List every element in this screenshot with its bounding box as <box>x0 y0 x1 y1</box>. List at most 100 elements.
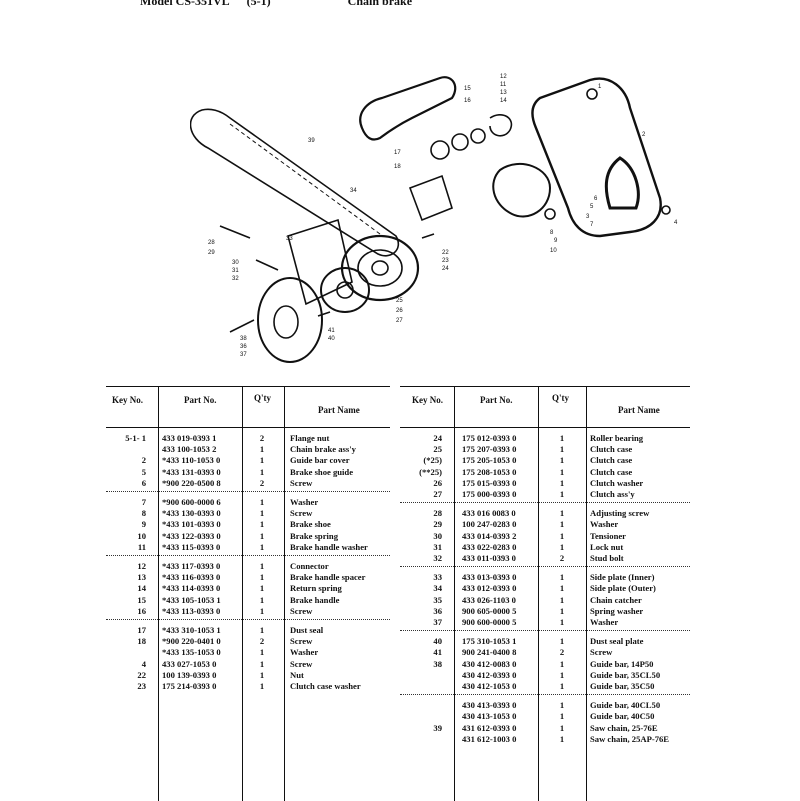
cell-part: 433 013-0393 0 <box>462 572 517 583</box>
cell-key: 39 <box>433 722 442 733</box>
cell-qty: 2 <box>559 553 565 563</box>
cell-key: 32 <box>433 553 442 563</box>
section-label: (5-1) <box>246 0 271 8</box>
cell-name: Nut <box>290 669 304 680</box>
cell-part: 433 026-1103 0 <box>462 594 516 605</box>
cell-key: (**25) <box>419 466 442 477</box>
table-row: 5-1- 1 433 019-0393 1 2 Flange nut <box>106 433 390 444</box>
callout-label: 40 <box>328 336 335 342</box>
cell-key: 5 <box>141 466 146 477</box>
cell-qty: 2 <box>259 433 265 443</box>
cell-qty: 1 <box>259 594 265 605</box>
diagram-callouts: 1 2 3 4 5 6 7 8 9 10 11 12 13 14 15 16 1… <box>208 74 678 358</box>
cell-part: 433 027-1053 0 <box>162 658 217 669</box>
callout-label: 24 <box>442 266 449 272</box>
callout-label: 7 <box>590 222 594 228</box>
cell-name: Return spring <box>290 583 342 594</box>
cell-key: 12 <box>137 561 146 571</box>
cell-name: Flange nut <box>290 433 330 443</box>
cell-name: Adjusting screw <box>590 508 650 519</box>
cell-qty: 2 <box>559 647 565 658</box>
cell-key: 6 <box>141 477 146 488</box>
callout-label: 39 <box>308 138 315 144</box>
cell-key: 5-1- 1 <box>125 433 146 443</box>
cell-part: 433 022-0283 0 <box>462 541 517 552</box>
callout-label: 12 <box>500 74 507 80</box>
cell-qty: 1 <box>559 541 565 552</box>
cell-qty: 1 <box>559 711 565 722</box>
cell-part: 175 214-0393 0 <box>162 681 217 691</box>
table-header: Key No. Part No. Q'ty Part Name <box>400 387 690 428</box>
cell-name: Guide bar, 35C50 <box>590 681 655 691</box>
cell-part: 900 600-0000 5 <box>462 617 517 627</box>
callout-label: 15 <box>464 86 471 92</box>
callout-label: 17 <box>394 150 401 156</box>
cell-name: Side plate (Inner) <box>590 572 655 583</box>
cell-part: *433 135-1053 0 <box>162 647 221 658</box>
cell-part: 430 412-0083 0 <box>462 658 517 669</box>
cell-part: 433 014-0393 2 <box>462 530 517 541</box>
callout-label: 41 <box>328 328 335 334</box>
cell-part: *433 114-0393 0 <box>162 583 221 594</box>
cell-qty: 1 <box>259 444 265 455</box>
cell-qty: 1 <box>259 669 265 680</box>
cell-qty: 1 <box>259 466 265 477</box>
cell-qty: 1 <box>259 508 265 519</box>
callout-label: 10 <box>550 248 557 254</box>
cell-name: Guide bar, 35CL50 <box>590 669 661 680</box>
cell-name: Screw <box>290 636 313 647</box>
cell-qty: 1 <box>559 636 565 647</box>
cell-part: 430 412-1053 0 <box>462 681 517 691</box>
callout-label: 9 <box>554 238 558 244</box>
cell-key: 13 <box>137 572 146 583</box>
col-key-no: Key No. <box>412 395 443 405</box>
cell-key: 31 <box>433 541 442 552</box>
cell-name: Brake spring <box>290 530 338 541</box>
cell-name: Stud bolt <box>590 553 624 563</box>
exploded-parts-diagram: 1 2 3 4 5 6 7 8 9 10 11 12 13 14 15 16 1… <box>190 74 678 363</box>
guide-bar-cover-drawing <box>531 77 662 238</box>
callout-label: 4 <box>674 220 678 226</box>
cell-name: Guide bar, 40CL50 <box>590 700 661 711</box>
col-qty: Q'ty <box>552 393 569 403</box>
cell-part: *900 220-0500 8 <box>162 477 221 488</box>
cell-qty: 1 <box>559 530 565 541</box>
callout-label: 23 <box>442 258 449 264</box>
cell-name: Clutch case washer <box>290 681 361 691</box>
cell-name: Dust seal plate <box>590 636 644 647</box>
cell-qty: 1 <box>559 489 565 499</box>
cell-part: 433 019-0393 1 <box>162 433 217 443</box>
cell-name: Roller bearing <box>590 433 644 443</box>
cell-name: Clutch case <box>590 466 633 477</box>
cell-qty: 1 <box>559 594 565 605</box>
table-header: Key No. Part No. Q'ty Part Name <box>106 387 390 428</box>
cell-qty: 1 <box>259 625 265 635</box>
callout-label: 13 <box>500 90 507 96</box>
cell-key: 9 <box>141 519 146 530</box>
cell-qty: 1 <box>559 466 565 477</box>
cell-name: Lock nut <box>590 541 624 552</box>
cell-part: *433 116-0393 0 <box>162 572 221 583</box>
cell-qty: 1 <box>259 658 265 669</box>
cell-part: 431 612-1003 0 <box>462 733 517 744</box>
cell-name: Clutch washer <box>590 477 644 488</box>
cell-part: 433 016 0083 0 <box>462 508 516 519</box>
cell-key: 34 <box>433 583 442 594</box>
cell-part: 431 612-0393 0 <box>462 722 517 733</box>
cell-qty: 1 <box>259 681 265 691</box>
cell-key: 38 <box>433 658 442 669</box>
